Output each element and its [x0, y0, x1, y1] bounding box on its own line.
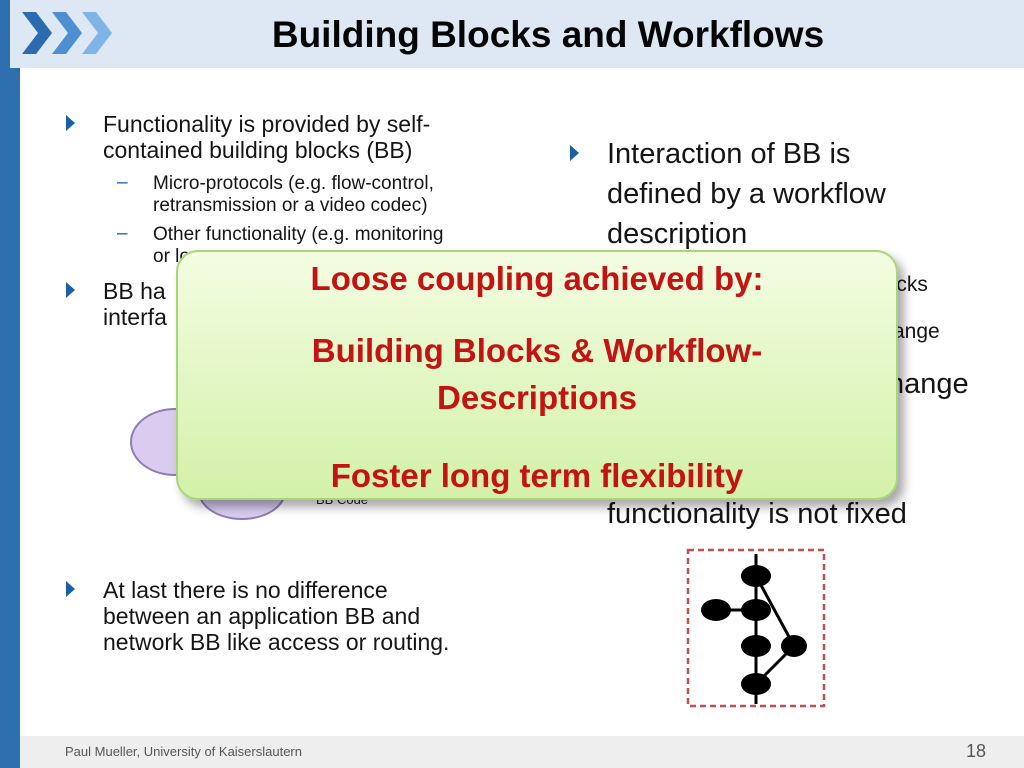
workflow-edge: [754, 575, 796, 647]
slide-title: Building Blocks and Workflows: [271, 14, 825, 55]
bullet-arrow-icon: [66, 581, 75, 597]
bullet-2-line-2: interfa: [103, 304, 167, 330]
workflow-node: [701, 599, 731, 621]
callout-popup: Loose coupling achieved by: Building Blo…: [176, 250, 898, 500]
chevron-logo-icon: [22, 12, 112, 54]
workflow-node: [741, 565, 771, 587]
popup-line-1: Loose coupling achieved by:: [310, 260, 764, 297]
bullet-arrow-icon: [66, 115, 75, 131]
popup-line-3: Descriptions: [437, 379, 637, 416]
left-accent-bar: [0, 0, 20, 768]
sub-bullet-dash-icon: –: [117, 172, 128, 193]
bullet-arrow-icon: [570, 145, 579, 161]
bullet-3-line-3: network BB like access or routing.: [103, 629, 450, 655]
right-bullet-line-2: defined by a workflow: [607, 178, 886, 210]
popup-line-2: Building Blocks & Workflow-: [311, 332, 763, 369]
right-bullet-line-3: description: [607, 218, 748, 250]
bullet-2-line-1: BB ha: [103, 278, 166, 304]
right-fragment-2: ange: [893, 320, 940, 343]
workflow-node: [741, 635, 771, 657]
footer-band: [20, 736, 1024, 768]
sub-bullet-dash-icon: –: [117, 223, 128, 244]
title-band: [10, 0, 1024, 68]
page-number: 18: [965, 741, 986, 761]
bullet-1-line-2: contained building blocks (BB): [103, 137, 413, 163]
bullet-3-line-1: At last there is no difference: [103, 577, 388, 603]
sub-bullet-2-line-1: Other functionality (e.g. monitoring: [153, 224, 444, 245]
workflow-node: [781, 635, 807, 657]
sub-bullet-1-line-1: Micro-protocols (e.g. flow-control,: [153, 173, 434, 194]
right-last-line: functionality is not fixed: [607, 498, 907, 530]
sub-bullet-1-line-2: retransmission or a video codec): [153, 195, 428, 216]
right-bullet-line-1: Interaction of BB is: [607, 138, 851, 170]
bullet-3-line-2: between an application BB and: [103, 603, 421, 629]
workflow-frame: [686, 548, 826, 708]
workflow-node: [741, 599, 771, 621]
footer-author: Paul Mueller, University of Kaiserslaute…: [65, 744, 302, 759]
workflow-node: [741, 673, 771, 695]
popup-line-4: Foster long term flexibility: [330, 457, 744, 494]
right-fragment-3: hange: [888, 368, 969, 400]
bullet-1-line-1: Functionality is provided by self-: [103, 111, 431, 137]
bullet-arrow-icon: [66, 282, 75, 298]
workflow-graph: [686, 548, 826, 708]
